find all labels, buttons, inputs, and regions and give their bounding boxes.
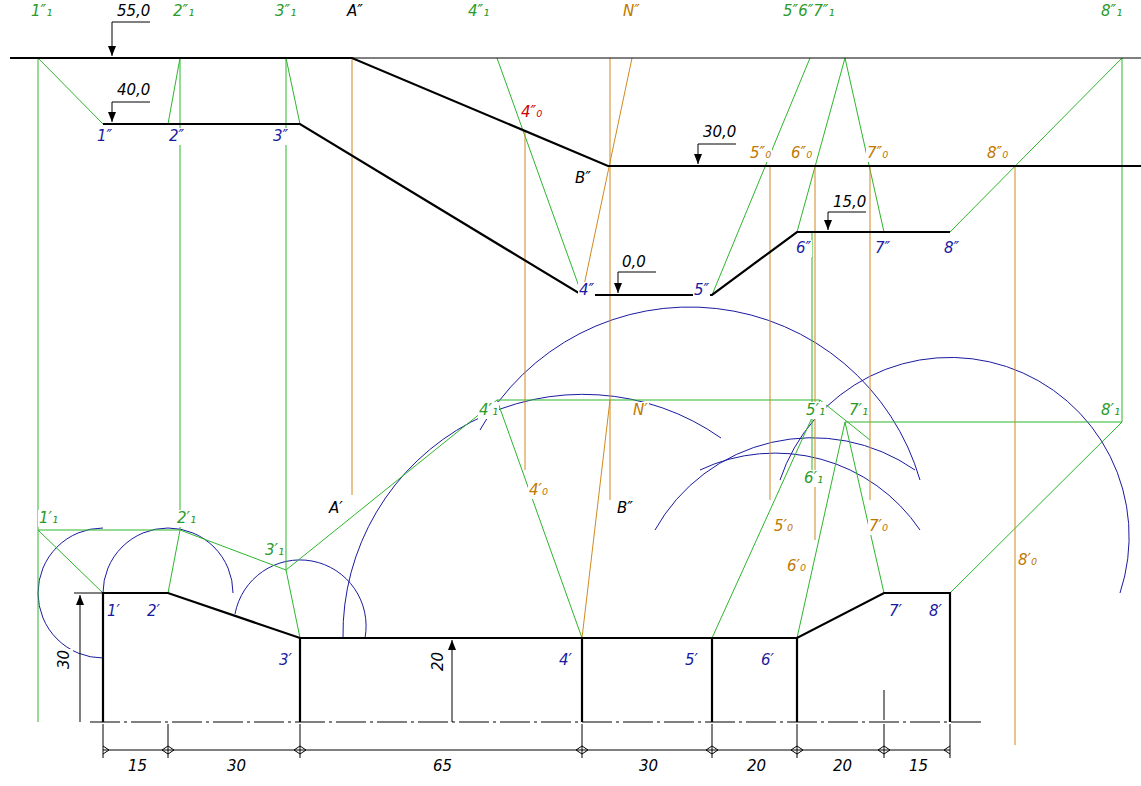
point-label: 6″ — [795, 240, 812, 257]
point-label: 6′ — [760, 652, 775, 669]
dimension-value: 20 — [430, 651, 447, 672]
point-label: 7′ — [888, 603, 903, 620]
point-label: 4′₀ — [528, 482, 549, 499]
point-label: 1″ — [96, 128, 113, 145]
point-label: 55,0 — [116, 3, 151, 20]
point-label: 7″₀ — [866, 145, 889, 162]
point-label: 6′₁ — [803, 470, 824, 487]
point-label: 15 — [127, 758, 148, 775]
point-label: 8′₁ — [1100, 402, 1121, 419]
point-label: 8′₀ — [1017, 552, 1038, 569]
point-label: N′ — [632, 402, 649, 419]
point-label: A′ — [328, 500, 344, 517]
point-label: 8″ — [943, 240, 960, 257]
point-label: 7″ — [874, 240, 891, 257]
point-label: 15,0 — [832, 194, 867, 211]
point-label: 4″₀ — [520, 104, 543, 121]
point-label: 8″₀ — [986, 145, 1009, 162]
point-label: 4′ — [558, 652, 573, 669]
point-label: 3″ — [272, 128, 289, 145]
point-label: 7′₁ — [848, 402, 869, 419]
point-label: B″ — [574, 170, 592, 187]
point-label: 2′₁ — [176, 510, 197, 527]
point-label: 65 — [432, 758, 453, 775]
point-label: 0,0 — [621, 254, 647, 271]
point-label: 4″₁ — [467, 3, 490, 20]
point-label: 20 — [832, 758, 853, 775]
point-label: 8′ — [928, 603, 943, 620]
point-label: N″ — [622, 3, 641, 20]
point-label: 1″₁ — [30, 3, 53, 20]
point-label: 20 — [746, 758, 767, 775]
point-label: 1′ — [106, 603, 121, 620]
point-label: 1′₁ — [38, 510, 59, 527]
point-label: 8″₁ — [1100, 3, 1123, 20]
point-label: 4′₁ — [478, 402, 499, 419]
point-label: 5′₁ — [805, 402, 826, 419]
point-label: 6′₀ — [786, 558, 807, 575]
point-label: 5″6″7″₁ — [782, 3, 835, 20]
point-label: 30 — [638, 758, 659, 775]
point-label: 3′ — [278, 652, 293, 669]
point-label: B″ — [616, 500, 634, 517]
point-label: A″ — [346, 3, 364, 20]
point-label: 5′ — [684, 652, 699, 669]
point-label: 3″₁ — [274, 3, 297, 20]
point-label: 6″₀ — [790, 145, 813, 162]
point-label: 5″ — [693, 282, 710, 299]
point-label: 4″ — [578, 282, 595, 299]
point-label: 2″ — [168, 128, 185, 145]
point-label: 5″₀ — [749, 145, 772, 162]
point-label: 5′₀ — [773, 518, 794, 535]
dimension-value: 30 — [56, 649, 73, 670]
point-label: 15 — [908, 758, 929, 775]
point-label: 2″₁ — [172, 3, 195, 20]
point-label: 2′ — [146, 603, 161, 620]
point-label: 30 — [226, 758, 247, 775]
point-label: 7′₀ — [868, 518, 889, 535]
point-label: 30,0 — [702, 124, 737, 141]
point-label: 3′₁ — [264, 542, 285, 559]
point-label: 40,0 — [116, 82, 151, 99]
